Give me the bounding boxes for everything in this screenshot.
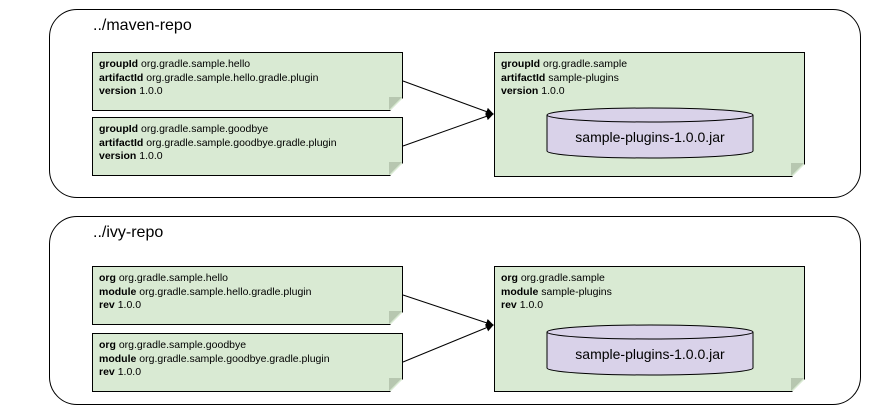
note-key: module [501, 285, 539, 298]
note-value: org.gradle.sample.goodbye.gradle.plugin [146, 136, 337, 149]
note-key: artifactId [501, 71, 546, 84]
cylinder-top [546, 324, 754, 340]
note-key: version [99, 85, 137, 97]
note-key: module [99, 352, 137, 365]
note-key: rev [99, 299, 115, 311]
hello-plugin-marker-note: org org.gradle.sample.hello module org.g… [92, 266, 403, 325]
note-key: org [501, 272, 518, 284]
note-value: org.gradle.sample.goodbye [141, 123, 269, 135]
maven-repo-box: ../maven-repo [49, 9, 861, 198]
note-value: org.gradle.sample.hello [141, 58, 251, 70]
repo-title: ../ivy-repo [93, 224, 164, 241]
repo-title: ../maven-repo [93, 17, 192, 34]
hello-plugin-marker-note: groupId org.gradle.sample.hello artifact… [92, 52, 403, 111]
note-key: artifactId [99, 136, 144, 149]
note-value: 1.0.0 [139, 85, 163, 97]
note-value: 1.0.0 [139, 150, 163, 162]
jar-filename: sample-plugins-1.0.0.jar [575, 129, 725, 145]
ivy-repo-box: ../ivy-repo [49, 216, 861, 405]
sample-plugins-note: org org.gradle.sample module sample-plug… [494, 266, 805, 392]
note-value: sample-plugins [541, 285, 612, 298]
note-value: 1.0.0 [519, 299, 544, 311]
note-key: rev [501, 299, 517, 311]
note-key: version [99, 150, 137, 162]
note-key: rev [99, 366, 115, 378]
note-key: artifactId [99, 71, 144, 84]
note-value: 1.0.0 [117, 366, 142, 378]
jar-cylinder: sample-plugins-1.0.0.jar [546, 107, 754, 159]
goodbye-plugin-marker-note: groupId org.gradle.sample.goodbye artifa… [92, 117, 403, 176]
note-value: org.gradle.sample [543, 58, 628, 70]
note-key: groupId [501, 58, 541, 70]
cylinder-shape [546, 107, 754, 159]
note-value: org.gradle.sample.hello.gradle.plugin [146, 71, 319, 84]
cylinder-shape [546, 324, 754, 376]
cylinder-top [546, 107, 754, 123]
note-key: groupId [99, 123, 139, 135]
note-value: 1.0.0 [541, 85, 565, 97]
note-value: org.gradle.sample.goodbye [118, 339, 247, 351]
note-key: org [99, 339, 116, 351]
note-value: org.gradle.sample.hello.gradle.plugin [139, 285, 312, 298]
jar-cylinder: sample-plugins-1.0.0.jar [546, 324, 754, 376]
note-key: version [501, 85, 539, 97]
note-value: 1.0.0 [117, 299, 142, 311]
goodbye-plugin-marker-note: org org.gradle.sample.goodbye module org… [92, 333, 403, 392]
note-key: org [99, 272, 116, 284]
cylinder-body [546, 332, 754, 376]
note-value: org.gradle.sample.hello [118, 272, 228, 284]
cylinder-body [546, 115, 754, 159]
note-value: org.gradle.sample [520, 272, 605, 284]
note-value: org.gradle.sample.goodbye.gradle.plugin [139, 352, 330, 365]
note-key: module [99, 285, 137, 298]
jar-filename: sample-plugins-1.0.0.jar [575, 346, 725, 362]
note-key: groupId [99, 58, 139, 70]
note-value: sample-plugins [548, 71, 619, 84]
